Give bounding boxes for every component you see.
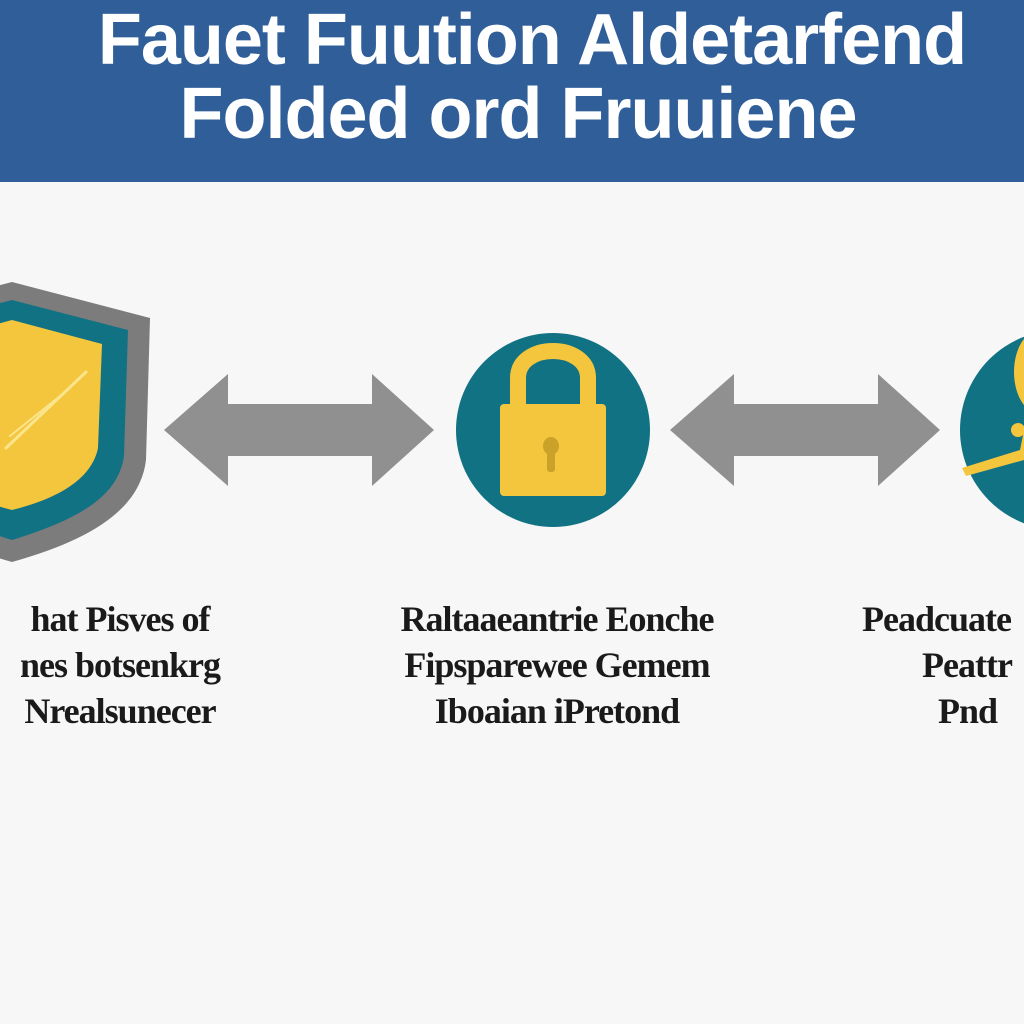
double-arrow-icon bbox=[670, 374, 940, 486]
caption-line: Iboaian iPretond bbox=[434, 691, 680, 731]
double-arrow-icon bbox=[164, 374, 434, 486]
title-banner: Fauet Fuution Aldetarfend Folded ord Fru… bbox=[0, 0, 1024, 182]
caption-line: Peadcuate bbox=[862, 599, 1012, 639]
step-caption-1: hat Pisves of nes botsenkrg Nrealsunecer bbox=[0, 596, 280, 734]
caption-line: hat Pisves of bbox=[30, 599, 211, 639]
caption-line: Fipsparewee Gemem bbox=[404, 645, 710, 685]
key-icon bbox=[960, 336, 1024, 524]
caption-line: Pnd bbox=[938, 691, 998, 731]
title-line-2: Folded ord Fruuiene bbox=[179, 74, 858, 154]
caption-line: Peattr bbox=[922, 645, 1013, 685]
caption-line: Nrealsunecer bbox=[24, 691, 216, 731]
shield-icon bbox=[0, 282, 150, 562]
padlock-icon bbox=[456, 333, 650, 527]
caption-line: Raltaaeantrie Eonche bbox=[400, 599, 715, 639]
step-caption-3: Peadcuate Peattr Pnd bbox=[862, 596, 1024, 734]
title-line-1: Fauet Fuution Aldetarfend bbox=[97, 0, 967, 80]
step-caption-2: Raltaaeantrie Eonche Fipsparewee Gemem I… bbox=[352, 596, 762, 734]
caption-line: nes botsenkrg bbox=[19, 645, 221, 685]
flow-diagram bbox=[0, 260, 1024, 580]
